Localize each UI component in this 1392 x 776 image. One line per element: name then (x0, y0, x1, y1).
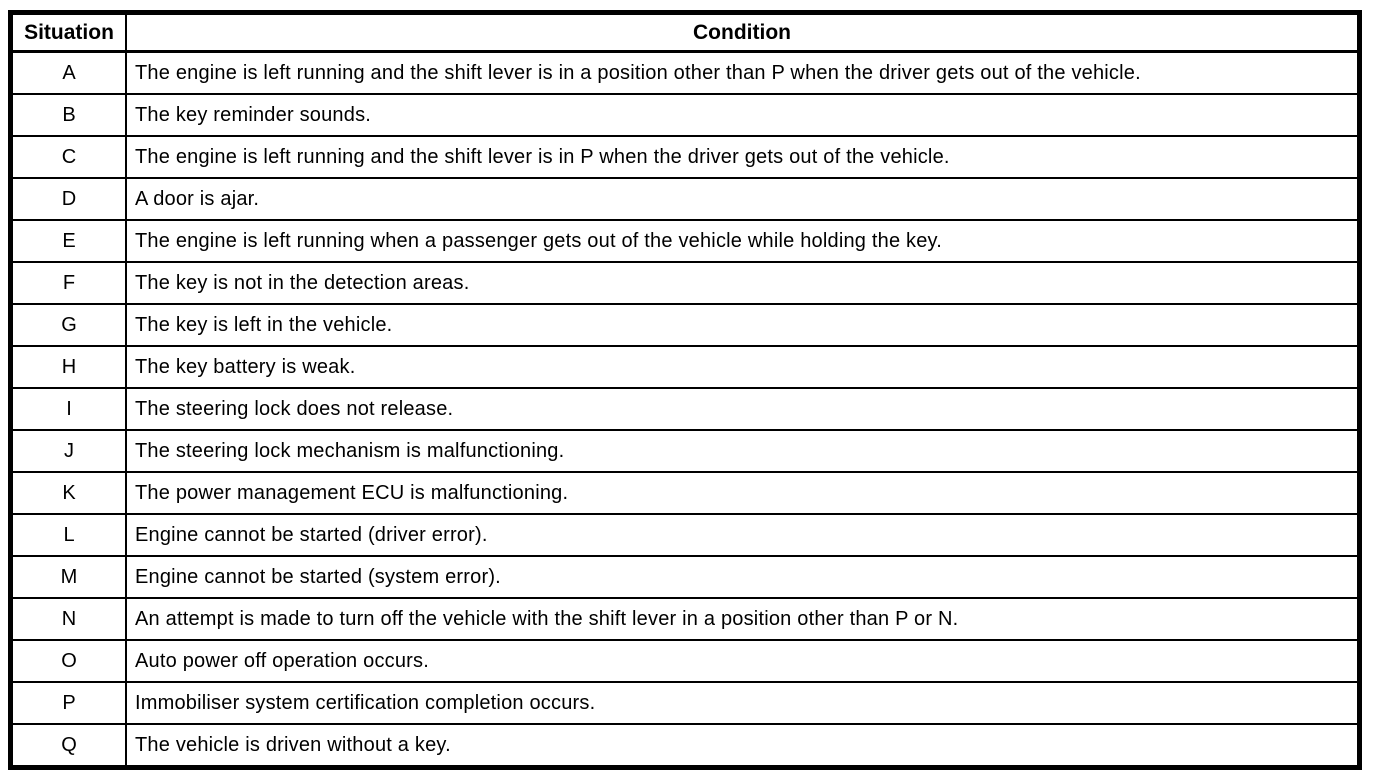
table-row: A The engine is left running and the shi… (9, 50, 1361, 95)
condition-cell: The power management ECU is malfunctioni… (125, 471, 1361, 515)
condition-cell: The steering lock does not release. (125, 387, 1361, 431)
situation-cell: Q (9, 723, 127, 769)
table-row: Q The vehicle is driven without a key. (9, 723, 1361, 769)
situation-cell: E (9, 219, 127, 263)
table-row: F The key is not in the detection areas. (9, 261, 1361, 305)
table-row: P Immobiliser system certification compl… (9, 681, 1361, 725)
condition-cell: The key is left in the vehicle. (125, 303, 1361, 347)
situation-condition-table-container: Situation Condition A The engine is left… (8, 10, 1362, 770)
condition-cell: The key is not in the detection areas. (125, 261, 1361, 305)
situation-cell: G (9, 303, 127, 347)
situation-cell: D (9, 177, 127, 221)
condition-cell: The engine is left running when a passen… (125, 219, 1361, 263)
condition-cell: Immobiliser system certification complet… (125, 681, 1361, 725)
condition-cell: A door is ajar. (125, 177, 1361, 221)
situation-cell: I (9, 387, 127, 431)
situation-cell: L (9, 513, 127, 557)
situation-cell: F (9, 261, 127, 305)
condition-cell: The key reminder sounds. (125, 93, 1361, 137)
situation-cell: P (9, 681, 127, 725)
condition-cell: The key battery is weak. (125, 345, 1361, 389)
condition-cell: The steering lock mechanism is malfuncti… (125, 429, 1361, 473)
table-row: H The key battery is weak. (9, 345, 1361, 389)
condition-cell: Engine cannot be started (system error). (125, 555, 1361, 599)
table-body: A The engine is left running and the shi… (9, 50, 1361, 769)
table-row: N An attempt is made to turn off the veh… (9, 597, 1361, 641)
situation-cell: H (9, 345, 127, 389)
condition-cell: Auto power off operation occurs. (125, 639, 1361, 683)
situation-cell: A (9, 50, 127, 95)
table-row: O Auto power off operation occurs. (9, 639, 1361, 683)
table-row: J The steering lock mechanism is malfunc… (9, 429, 1361, 473)
situation-cell: J (9, 429, 127, 473)
condition-cell: Engine cannot be started (driver error). (125, 513, 1361, 557)
table-row: M Engine cannot be started (system error… (9, 555, 1361, 599)
situation-cell: M (9, 555, 127, 599)
table-header: Situation Condition (9, 11, 1361, 53)
situation-cell: B (9, 93, 127, 137)
condition-cell: The engine is left running and the shift… (125, 135, 1361, 179)
column-header-situation: Situation (9, 11, 127, 53)
table-row: L Engine cannot be started (driver error… (9, 513, 1361, 557)
table-row: K The power management ECU is malfunctio… (9, 471, 1361, 515)
table-row: B The key reminder sounds. (9, 93, 1361, 137)
situation-condition-table: Situation Condition A The engine is left… (8, 10, 1362, 770)
situation-cell: C (9, 135, 127, 179)
table-row: C The engine is left running and the shi… (9, 135, 1361, 179)
condition-cell: The engine is left running and the shift… (125, 50, 1361, 95)
situation-cell: O (9, 639, 127, 683)
situation-cell: N (9, 597, 127, 641)
condition-cell: The vehicle is driven without a key. (125, 723, 1361, 769)
table-row: I The steering lock does not release. (9, 387, 1361, 431)
condition-cell: An attempt is made to turn off the vehic… (125, 597, 1361, 641)
table-row: D A door is ajar. (9, 177, 1361, 221)
situation-cell: K (9, 471, 127, 515)
column-header-condition: Condition (125, 11, 1361, 53)
header-row: Situation Condition (9, 11, 1361, 53)
table-row: E The engine is left running when a pass… (9, 219, 1361, 263)
table-row: G The key is left in the vehicle. (9, 303, 1361, 347)
